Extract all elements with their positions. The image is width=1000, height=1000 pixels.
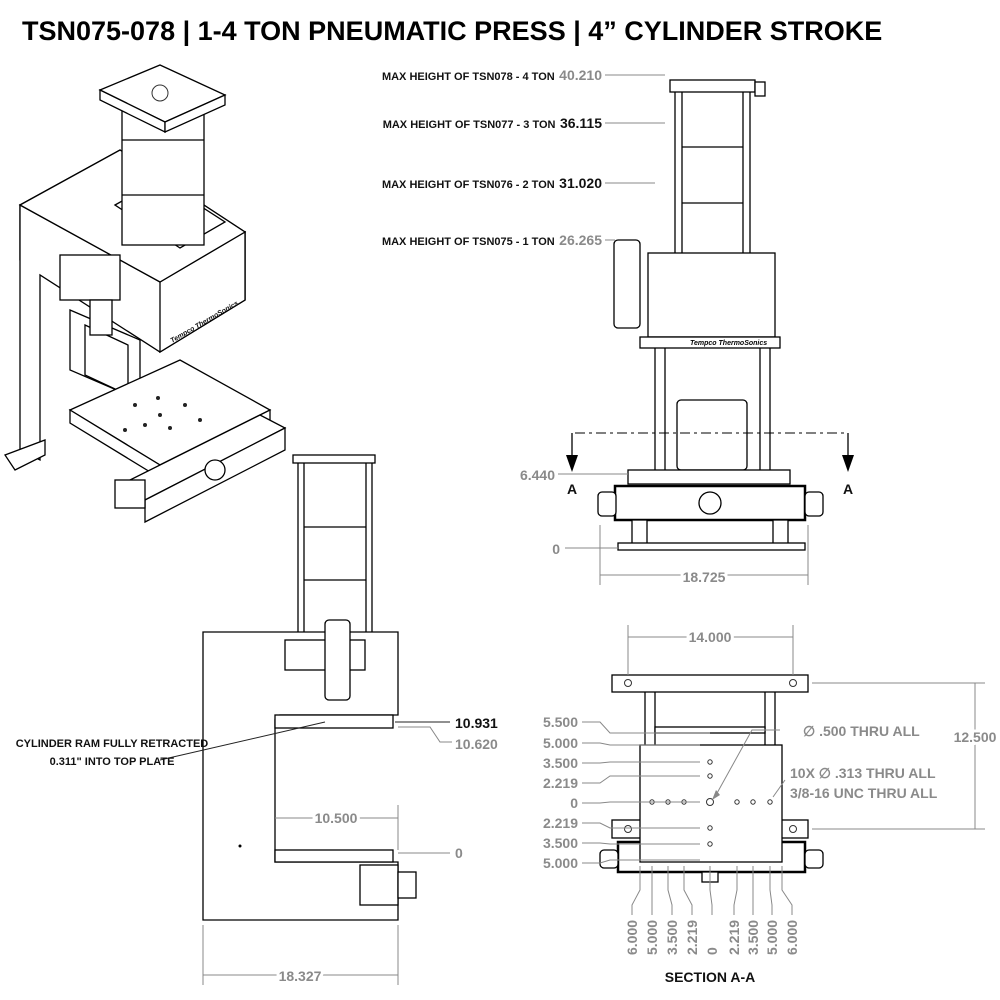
x-dim-label: 5.000 xyxy=(644,920,660,955)
center-hole xyxy=(706,798,714,806)
y-dim-leader xyxy=(582,859,700,864)
svg-text:MAX HEIGHT OF TSN077 - 3 TON 3: MAX HEIGHT OF TSN077 - 3 TON 36.115 xyxy=(383,115,602,132)
x-dim-label: 3.500 xyxy=(745,920,761,955)
mount-hole xyxy=(707,759,713,765)
page-title: TSN075-078 | 1-4 TON PNEUMATIC PRESS | 4… xyxy=(22,16,882,46)
x-dim-leader xyxy=(683,866,693,915)
mount-hole xyxy=(767,799,773,805)
mount-hole xyxy=(734,799,740,805)
holes-note-line1: 10X ∅ .313 THRU ALL xyxy=(790,765,936,781)
y-dim-leader xyxy=(582,822,700,829)
plate-height-dim: 10.620 xyxy=(455,736,498,752)
y-dim-label: 5.000 xyxy=(543,855,578,871)
y-dim-label: 5.500 xyxy=(543,714,578,730)
height-label-tsn075: MAX HEIGHT OF TSN075 - 1 TON xyxy=(382,236,555,248)
mount-hole xyxy=(750,799,756,805)
section-marker-left: A xyxy=(567,481,577,497)
svg-text:Tempco ThermoSonics: Tempco ThermoSonics xyxy=(690,340,767,347)
ram-note-line2: 0.311" INTO TOP PLATE xyxy=(50,756,175,768)
x-dim-label: 6.000 xyxy=(624,920,640,955)
mount-hole xyxy=(707,841,713,847)
height-label-tsn078: MAX HEIGHT OF TSN078 - 4 TON xyxy=(382,71,555,83)
y-dim-leader xyxy=(582,842,700,845)
x-dim-leader xyxy=(781,866,793,915)
center-hole-note: ∅ .500 THRU ALL xyxy=(803,723,920,739)
x-dim-label: 0 xyxy=(704,947,720,955)
x-dim-leader xyxy=(667,866,673,915)
x-dim-leader xyxy=(733,866,738,915)
mount-hole xyxy=(707,825,713,831)
throat-depth-dim: 10.500 xyxy=(315,810,358,826)
side-view: CYLINDER RAM FULLY RETRACTED 0.311" INTO… xyxy=(16,454,498,987)
section-title: SECTION A-A xyxy=(665,969,755,985)
ram-note-line1: CYLINDER RAM FULLY RETRACTED xyxy=(16,738,209,750)
ram-height-dim: 10.931 xyxy=(455,715,498,731)
y-dim-label: 3.500 xyxy=(543,835,578,851)
section-view: ∅ .500 THRU ALL 10X ∅ .313 THRU ALL 3/8-… xyxy=(543,625,1000,985)
table-height-dim: 6.440 xyxy=(520,467,555,483)
front-zero-dim: 0 xyxy=(552,541,560,557)
section-marker-right: A xyxy=(843,481,853,497)
svg-text:MAX HEIGHT OF TSN076 - 2 TON 3: MAX HEIGHT OF TSN076 - 2 TON 31.020 xyxy=(382,175,602,192)
mount-depth-dim: 12.500 xyxy=(954,729,997,745)
y-dim-leader xyxy=(582,742,700,746)
svg-text:MAX HEIGHT OF TSN075 - 1 TON 2: MAX HEIGHT OF TSN075 - 1 TON 26.265 xyxy=(382,232,602,249)
mount-spacing-dim: 14.000 xyxy=(689,629,732,645)
y-dim-leader xyxy=(582,775,700,784)
svg-text:MAX HEIGHT OF TSN078 - 4 TON 4: MAX HEIGHT OF TSN078 - 4 TON 40.210 xyxy=(382,67,602,84)
x-dim-leader xyxy=(769,866,773,915)
y-dim-leader xyxy=(582,721,710,734)
holes-note-line2: 3/8-16 UNC THRU ALL xyxy=(790,785,938,801)
x-dim-leader xyxy=(709,866,713,915)
y-dim-leader xyxy=(582,801,700,804)
height-value-tsn076: 31.020 xyxy=(559,175,602,191)
side-depth-dim: 18.327 xyxy=(279,968,322,984)
height-label-tsn076: MAX HEIGHT OF TSN076 - 2 TON xyxy=(382,179,555,191)
y-dim-label: 2.219 xyxy=(543,775,578,791)
x-dim-label: 3.500 xyxy=(664,920,680,955)
mount-hole xyxy=(707,773,713,779)
x-dim-label: 2.219 xyxy=(726,920,742,955)
y-dim-label: 2.219 xyxy=(543,815,578,831)
front-view: Tempco ThermoSonics A A MAX HEIGHT OF TS… xyxy=(382,67,854,588)
x-dim-label: 5.000 xyxy=(764,920,780,955)
y-dim-label: 3.500 xyxy=(543,755,578,771)
x-dim-label: 2.219 xyxy=(684,920,700,955)
x-dim-leader xyxy=(631,866,641,915)
y-dim-label: 5.000 xyxy=(543,735,578,751)
y-dim-label: 0 xyxy=(570,795,578,811)
height-label-tsn077: MAX HEIGHT OF TSN077 - 3 TON xyxy=(383,119,556,131)
height-value-tsn078: 40.210 xyxy=(559,67,602,83)
isometric-view: Tempco ThermoSonics xyxy=(4,64,287,524)
x-dim-label: 6.000 xyxy=(784,920,800,955)
side-zero-dim: 0 xyxy=(455,845,463,861)
height-value-tsn077: 36.115 xyxy=(560,115,602,131)
height-value-tsn075: 26.265 xyxy=(559,232,602,248)
front-width-dim: 18.725 xyxy=(683,569,726,585)
y-dim-leader xyxy=(582,761,700,764)
